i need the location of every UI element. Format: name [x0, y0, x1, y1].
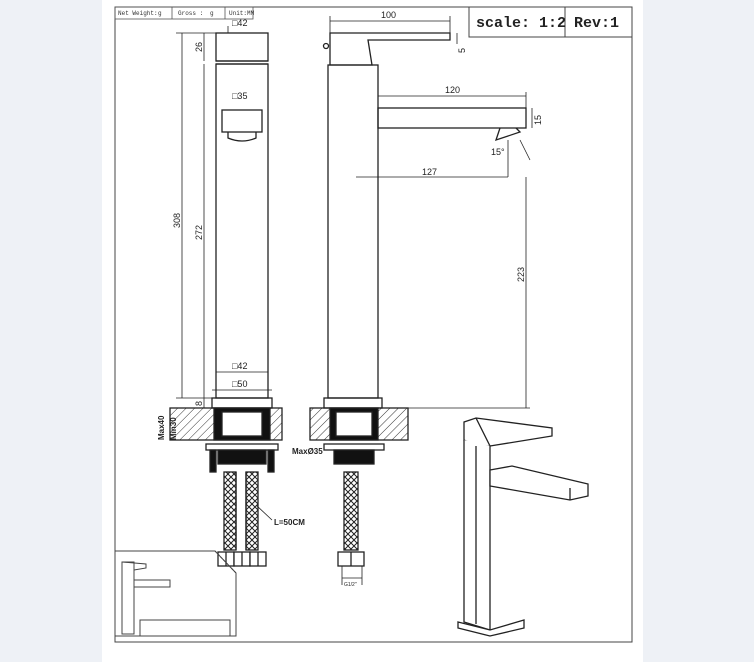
net-weight-label: Net Weight:	[118, 10, 158, 17]
front-hose-right	[245, 471, 259, 551]
scale-label: scale: 1:2	[476, 15, 566, 32]
drawing-border	[114, 6, 633, 643]
net-weight-value: g	[158, 10, 162, 17]
side-dimension-labels: 100 5 120 15 15° 127 223 MaxØ35 G1/2"	[292, 10, 543, 588]
side-dimensions	[329, 16, 533, 585]
gross-label: Gross :	[178, 10, 203, 17]
header-info: Net Weight: g Gross : g Unit:MM	[114, 6, 255, 20]
dim-height-total: 308	[172, 213, 182, 228]
dim-handle-thickness: 5	[457, 48, 467, 53]
dim-base-square: □50	[232, 379, 247, 389]
iso-spout	[489, 465, 589, 501]
dim-spout-height: 223	[516, 267, 526, 282]
dim-mount-min: Min30	[169, 417, 178, 440]
front-body	[215, 63, 269, 399]
dim-spout-reach: 127	[422, 167, 437, 177]
dim-bottom-square: □42	[232, 361, 247, 371]
isometric-view	[457, 417, 589, 637]
dim-outlet-square: □35	[232, 91, 247, 101]
title-block: scale: 1:2 Rev:1	[468, 6, 633, 38]
front-hose-left	[223, 471, 237, 551]
thumbnail-preview	[114, 550, 237, 637]
iso-base	[457, 619, 525, 637]
side-body	[327, 64, 379, 399]
dim-thread: G1/2"	[344, 582, 357, 588]
iso-handle	[463, 417, 553, 447]
dim-height-top: 26	[194, 42, 204, 52]
dim-top-square: □42	[232, 18, 247, 28]
dim-hole-max: MaxØ35	[292, 447, 323, 456]
side-spout	[377, 107, 527, 129]
iso-body	[463, 440, 491, 631]
dim-spout-angle: 15°	[491, 147, 505, 157]
dim-spout-length: 120	[445, 85, 460, 95]
dim-hose-length: L=50CM	[274, 518, 305, 527]
front-base-ring	[211, 397, 273, 409]
side-handle	[329, 32, 451, 66]
front-outlet	[221, 109, 263, 133]
side-view	[309, 32, 527, 567]
dim-height-body: 272	[194, 225, 204, 240]
dim-handle-length: 100	[381, 10, 396, 20]
side-hose	[343, 471, 359, 551]
front-handle-cap	[215, 32, 269, 62]
dim-mount-max: Max40	[157, 415, 166, 440]
front-view	[169, 32, 283, 567]
unit-label: Unit:MM	[229, 10, 255, 17]
dim-base-height: 8	[194, 401, 204, 406]
dim-spout-thickness: 15	[533, 115, 543, 125]
drawing-sheet	[102, 0, 643, 662]
revision-label: Rev:1	[574, 15, 619, 32]
front-dimension-labels: □42 □35 □42 □50 308 272 26 8 Max40 Min30…	[157, 18, 305, 527]
side-base-ring	[323, 397, 383, 409]
front-dimensions	[176, 26, 273, 521]
gross-value: g	[210, 10, 214, 17]
